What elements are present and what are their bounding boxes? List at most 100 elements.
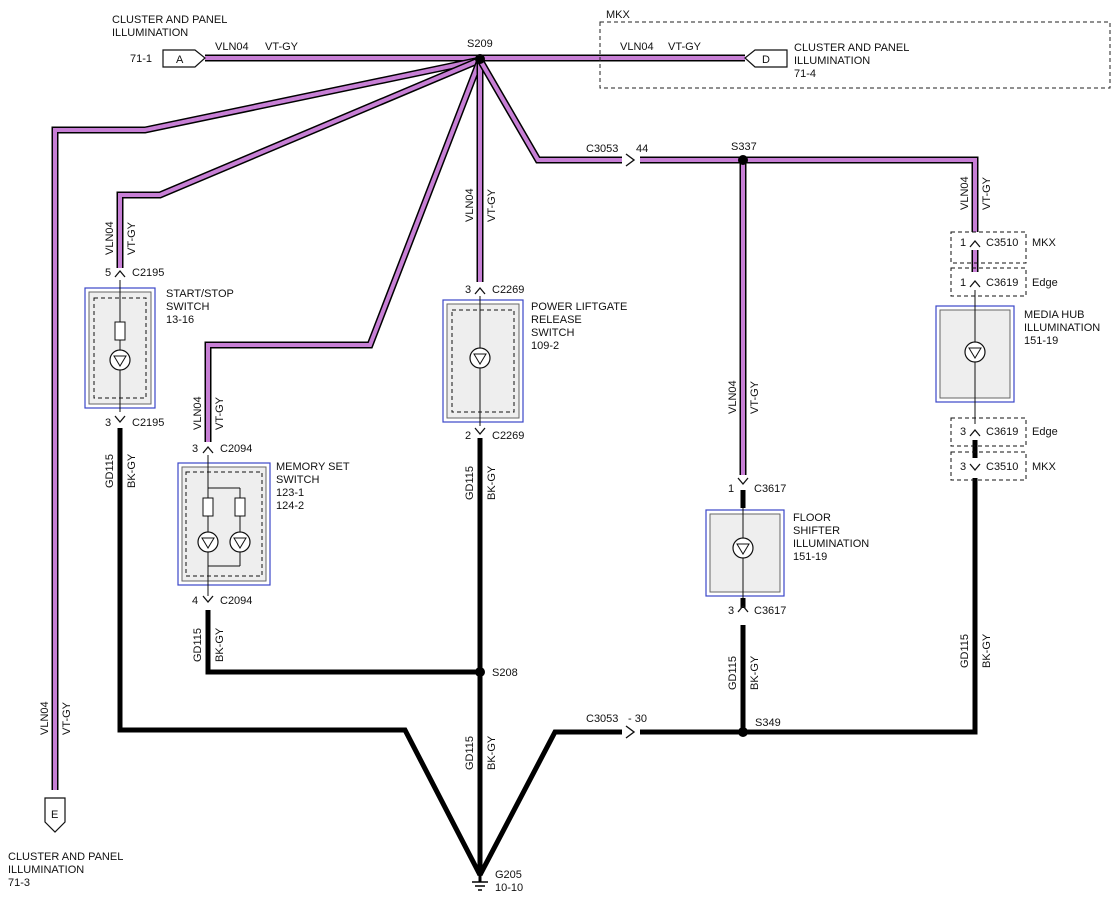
floor-shifter-pin-top: 1	[728, 483, 734, 495]
c3053-bottom-name: C3053	[586, 713, 618, 725]
ref-e-page: 71-3	[8, 877, 30, 889]
ref-a-line2: ILLUMINATION	[112, 27, 188, 39]
media-hub-gd-color: BK-GY	[981, 633, 993, 668]
media-hub-color: VT-GY	[981, 176, 993, 210]
start-stop-pin-top: 5	[105, 267, 111, 279]
mkx-region: MKX	[599, 9, 1111, 89]
start-stop-conn-bottom: C2195	[132, 417, 164, 429]
pin-arrow-icon	[114, 415, 126, 424]
inline-connector-c3053-top[interactable]: C3053 44	[586, 143, 648, 167]
ground-name: G205	[495, 869, 522, 881]
inline-connector-c3053-bottom[interactable]: C3053 - 30	[586, 713, 647, 739]
resistor-icon	[114, 321, 126, 341]
ground-g205[interactable]: G205 10-10	[472, 869, 523, 894]
liftgate-gd-color: BK-GY	[486, 465, 498, 500]
liftgate-color: VT-GY	[486, 188, 498, 222]
media-hub-page: 151-19	[1024, 335, 1058, 347]
component-media-hub[interactable]: VLN04 VT-GY 1 C3510 MKX 1 C3619 Edge MED…	[935, 176, 1100, 668]
ref-e-flag-icon	[44, 797, 66, 833]
pin-arrow-icon	[737, 477, 749, 486]
media-hub-pin-top-mkx: 1	[960, 237, 966, 249]
media-hub-conn-top-edge: C3619	[986, 277, 1018, 289]
trunk-gd-circuit: GD115	[464, 736, 476, 770]
floor-shifter-page: 151-19	[793, 551, 827, 563]
pin-arrow-icon	[969, 279, 981, 288]
connector-arrow-icon	[625, 153, 636, 167]
memory-set-gd-color: BK-GY	[214, 627, 226, 662]
ref-d-flag-icon	[744, 49, 788, 68]
start-stop-conn-top: C2195	[132, 267, 164, 279]
component-start-stop-switch[interactable]: VLN04 VT-GY 5 C2195 3 C2195 START/STOP S…	[84, 221, 234, 488]
memory-set-gd-circuit: GD115	[192, 628, 204, 662]
vt-gy-wires	[51, 54, 979, 790]
bk-gy-wires	[117, 428, 978, 877]
start-stop-page: 13-16	[166, 314, 194, 326]
component-power-liftgate-switch[interactable]: VLN04 VT-GY 3 C2269 2 C2269 POWER LIFTGA…	[442, 188, 627, 770]
ref-e[interactable]: E CLUSTER AND PANEL ILLUMINATION 71-3 VL…	[8, 701, 123, 889]
ref-a-color: VT-GY	[265, 41, 299, 53]
splice-s209[interactable]: S209	[467, 38, 493, 64]
media-hub-tag-bottom-edge: Edge	[1032, 426, 1058, 438]
lamp-icon	[964, 341, 986, 363]
ref-d-color: VT-GY	[668, 41, 702, 53]
pin-arrow-icon	[114, 269, 126, 278]
memory-set-name-2: SWITCH	[276, 474, 319, 486]
pin-arrow-icon	[202, 445, 214, 454]
liftgate-gd-circuit: GD115	[464, 466, 476, 500]
lamp-icon	[109, 349, 131, 371]
component-memory-set-switch[interactable]: VLN04 VT-GY 3 C2094 4 C2094 MEMORY SET S…	[177, 396, 350, 662]
liftgate-name-3: SWITCH	[531, 327, 574, 339]
splice-s337-label: S337	[731, 141, 757, 153]
ref-e-color: VT-GY	[61, 701, 73, 735]
floor-shifter-name-1: FLOOR	[793, 512, 831, 524]
start-stop-color: VT-GY	[126, 221, 138, 255]
ref-d-circuit: VLN04	[620, 41, 654, 53]
media-hub-gd-circuit: GD115	[959, 634, 971, 668]
media-hub-circuit: VLN04	[959, 176, 971, 210]
component-floor-shifter[interactable]: VLN04 VT-GY 1 C3617 3 C3617 FLOOR SHIFTE…	[705, 380, 869, 690]
floor-shifter-circuit: VLN04	[727, 380, 739, 414]
media-hub-tag-bottom-mkx: MKX	[1032, 461, 1057, 473]
splice-s208[interactable]: S208	[475, 667, 518, 679]
pin-arrow-icon	[474, 286, 486, 295]
liftgate-page: 109-2	[531, 340, 559, 352]
floor-shifter-gd-color: BK-GY	[749, 655, 761, 690]
ref-e-line1: CLUSTER AND PANEL	[8, 851, 123, 863]
pin-arrow-icon	[969, 428, 981, 437]
liftgate-name-1: POWER LIFTGATE	[531, 301, 627, 313]
media-hub-conn-bottom-mkx: C3510	[986, 461, 1018, 473]
floor-shifter-conn-top: C3617	[754, 483, 786, 495]
c3053-bottom-pin: - 30	[628, 713, 647, 725]
media-hub-pin-bottom-edge: 3	[960, 426, 966, 438]
floor-shifter-name-3: ILLUMINATION	[793, 538, 869, 550]
media-hub-tag-top-edge: Edge	[1032, 277, 1058, 289]
ref-a-circuit: VLN04	[215, 41, 249, 53]
memory-set-page-1: 123-1	[276, 487, 304, 499]
media-hub-conn-top-mkx: C3510	[986, 237, 1018, 249]
liftgate-conn-top: C2269	[492, 284, 524, 296]
ref-a-flag-icon	[162, 49, 206, 68]
media-hub-conn-bottom-edge: C3619	[986, 426, 1018, 438]
memory-set-name-1: MEMORY SET	[276, 461, 350, 473]
ref-d-page: 71-4	[794, 68, 816, 80]
ref-d[interactable]: D CLUSTER AND PANEL ILLUMINATION 71-4 VL…	[620, 41, 909, 80]
memory-set-pin-bottom: 4	[192, 595, 198, 607]
ref-a[interactable]: A 71-1 CLUSTER AND PANEL ILLUMINATION VL…	[112, 14, 299, 68]
floor-shifter-name-2: SHIFTER	[793, 525, 840, 537]
pin-arrow-icon	[737, 604, 749, 613]
lamp-icon	[229, 531, 251, 553]
ref-a-line1: CLUSTER AND PANEL	[112, 14, 227, 26]
ground-icon	[472, 881, 488, 891]
splice-s337[interactable]: S337	[731, 141, 757, 165]
ref-e-circuit: VLN04	[39, 701, 51, 735]
splice-s349[interactable]: S349	[738, 717, 781, 737]
start-stop-name-1: START/STOP	[166, 288, 234, 300]
connector-arrow-icon	[625, 725, 636, 739]
pin-arrow-icon	[474, 427, 486, 436]
liftgate-pin-top: 3	[465, 284, 471, 296]
lamp-icon	[469, 347, 491, 369]
memory-set-page-2: 124-2	[276, 500, 304, 512]
resistor-icon	[234, 497, 246, 517]
splice-s208-label: S208	[492, 667, 518, 679]
